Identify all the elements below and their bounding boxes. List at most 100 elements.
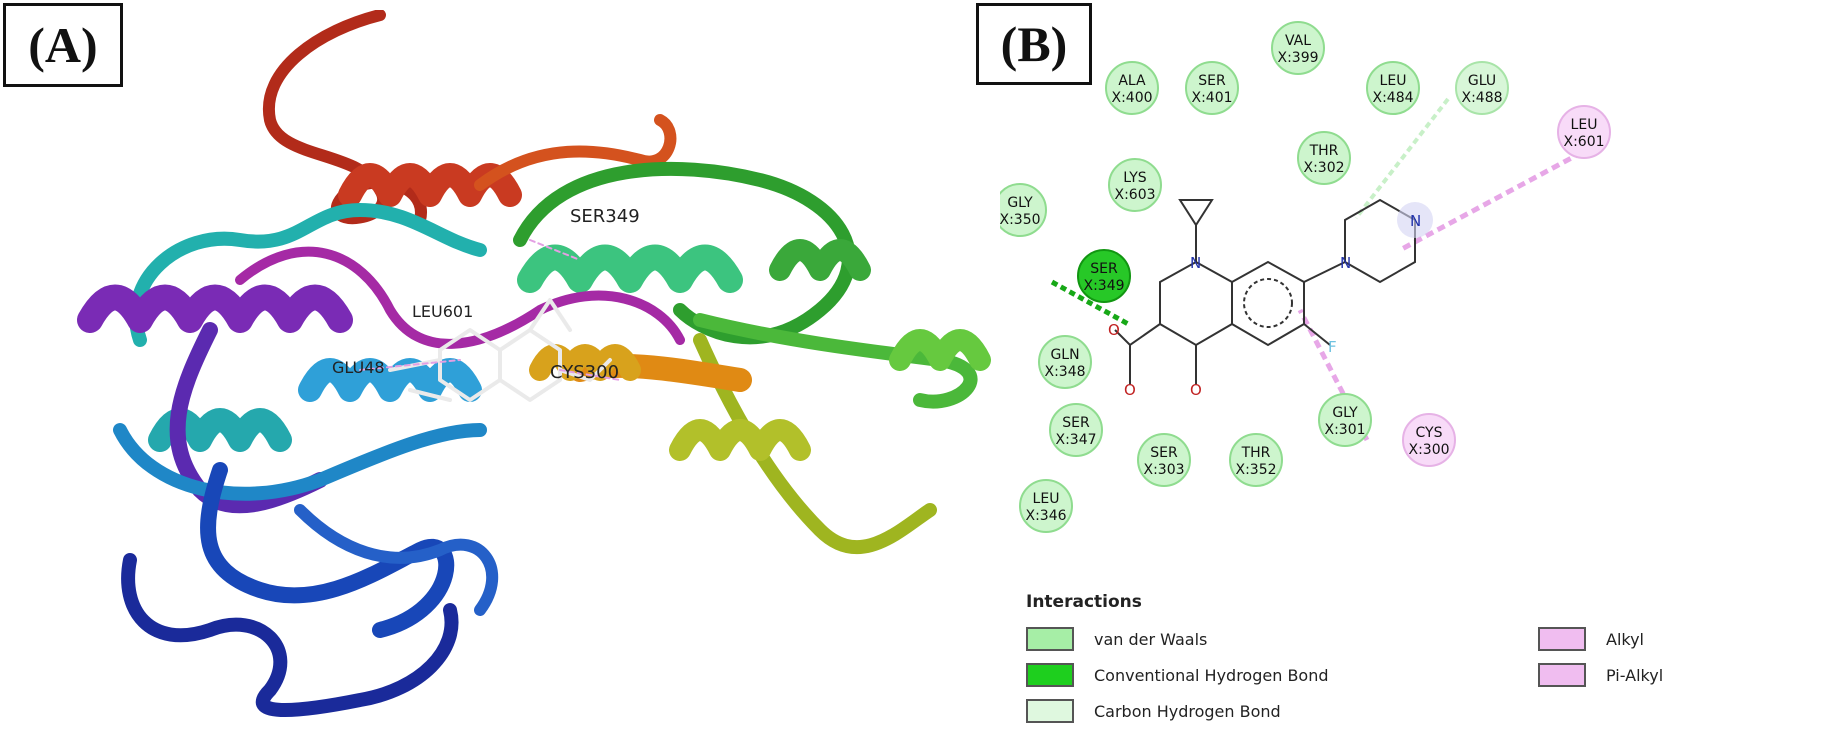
ribbon-lightblue [113, 423, 487, 501]
residue-name: GLY [1332, 405, 1358, 421]
residue-name: SER [1150, 445, 1178, 461]
legend-title: Interactions [1026, 592, 1142, 612]
helix-olive [669, 419, 811, 461]
residue-name: LYS [1123, 170, 1146, 186]
legend-label-alkyl: Alkyl [1606, 629, 1644, 649]
residue-name: VAL [1285, 33, 1311, 49]
residue-number: X:303 [1143, 462, 1184, 478]
atom-n1: N [1190, 254, 1201, 272]
residue-name: THR [1309, 143, 1339, 159]
ribbon-olive [693, 333, 937, 555]
residue-number: X:488 [1461, 90, 1502, 106]
interactions-legend: Interactions van der Waals Conventional … [1026, 592, 1826, 742]
helix-gold [529, 344, 641, 381]
helix-lightgreen [889, 329, 991, 371]
residue-number: X:300 [1408, 442, 1449, 458]
cys300-label: CYS300 [550, 362, 619, 383]
leu601-label: LEU601 [412, 302, 473, 321]
residue-name: GLU [1468, 73, 1496, 89]
residue-name: GLN [1050, 347, 1079, 363]
residue-number: X:350 [1000, 212, 1041, 228]
ribbon-navy [121, 553, 459, 717]
legend-label-vdw: van der Waals [1094, 629, 1208, 649]
residue-number: X:484 [1372, 90, 1413, 106]
atom-f: F [1328, 338, 1337, 356]
residue-name: GLY [1007, 195, 1033, 211]
residue-name: ALA [1118, 73, 1146, 89]
atom-o2: O [1124, 381, 1136, 399]
residue-number: X:301 [1324, 422, 1365, 438]
residue-name: THR [1241, 445, 1271, 461]
atom-n3: N [1410, 212, 1421, 230]
ribbon-orange-red [474, 114, 677, 191]
legend-label-carbon-hbond: Carbon Hydrogen Bond [1094, 701, 1281, 721]
interaction-diagram: N N N F O O O VALX:399ALAX:400SERX:401LE… [1000, 21, 1611, 533]
residue-number: X:349 [1083, 278, 1124, 294]
swatch-vdw [1026, 627, 1074, 651]
legend-item-carbon-hbond: Carbon Hydrogen Bond [1026, 699, 1281, 723]
residue-number: X:348 [1044, 364, 1085, 380]
atom-o1: O [1108, 321, 1120, 339]
legend-label-hbond: Conventional Hydrogen Bond [1094, 665, 1329, 685]
residue-name: CYS [1416, 425, 1443, 441]
legend-label-pi-alkyl: Pi-Alkyl [1606, 665, 1664, 685]
residue-layer: VALX:399ALAX:400SERX:401LEUX:484GLUX:488… [1000, 21, 1611, 533]
protein-3d-view: SER349 LEU601 GLU48 CYS300 [77, 10, 991, 717]
residue-number: X:400 [1111, 90, 1152, 106]
atom-n2: N [1340, 254, 1351, 272]
ribbon-teal [129, 203, 487, 347]
residue-number: X:352 [1235, 462, 1276, 478]
pialkyl-line-cys300 [1297, 308, 1370, 442]
residue-name: LEU [1380, 73, 1407, 89]
ribbon-blue [200, 462, 455, 638]
legend-item-vdw: van der Waals [1026, 627, 1207, 651]
residue-number: X:347 [1055, 432, 1096, 448]
carbon-hbond-line [1354, 97, 1450, 220]
residue-number: X:346 [1025, 508, 1066, 524]
hbond-line [1050, 279, 1132, 328]
residue-number: X:603 [1114, 187, 1155, 203]
legend-item-alkyl: Alkyl [1538, 627, 1644, 651]
residue-name: SER [1090, 261, 1118, 277]
residue-number: X:601 [1563, 134, 1604, 150]
residue-name: LEU [1033, 491, 1060, 507]
legend-item-pi-alkyl: Pi-Alkyl [1538, 663, 1663, 687]
residue-name: SER [1198, 73, 1226, 89]
atom-o3: O [1190, 381, 1202, 399]
swatch-alkyl [1538, 627, 1586, 651]
helix-green [517, 244, 743, 293]
residue-number: X:302 [1303, 160, 1344, 176]
glu488-label: GLU48 [332, 358, 385, 377]
swatch-carbon-hbond [1026, 699, 1074, 723]
ser349-label: SER349 [570, 206, 640, 227]
residue-number: X:401 [1191, 90, 1232, 106]
ligand-sticks [388, 298, 612, 402]
swatch-pi-alkyl [1538, 663, 1586, 687]
residue-name: LEU [1571, 117, 1598, 133]
helix-green-right [769, 239, 871, 281]
interaction-dashes-protein [359, 239, 621, 381]
legend-item-hbond: Conventional Hydrogen Bond [1026, 663, 1329, 687]
residue-number: X:399 [1277, 50, 1318, 66]
ribbon-blue-2 [294, 504, 499, 616]
panel-a-label: (A) [3, 3, 123, 87]
panel-b-label: (B) [976, 3, 1092, 85]
residue-name: SER [1062, 415, 1090, 431]
swatch-hbond [1026, 663, 1074, 687]
